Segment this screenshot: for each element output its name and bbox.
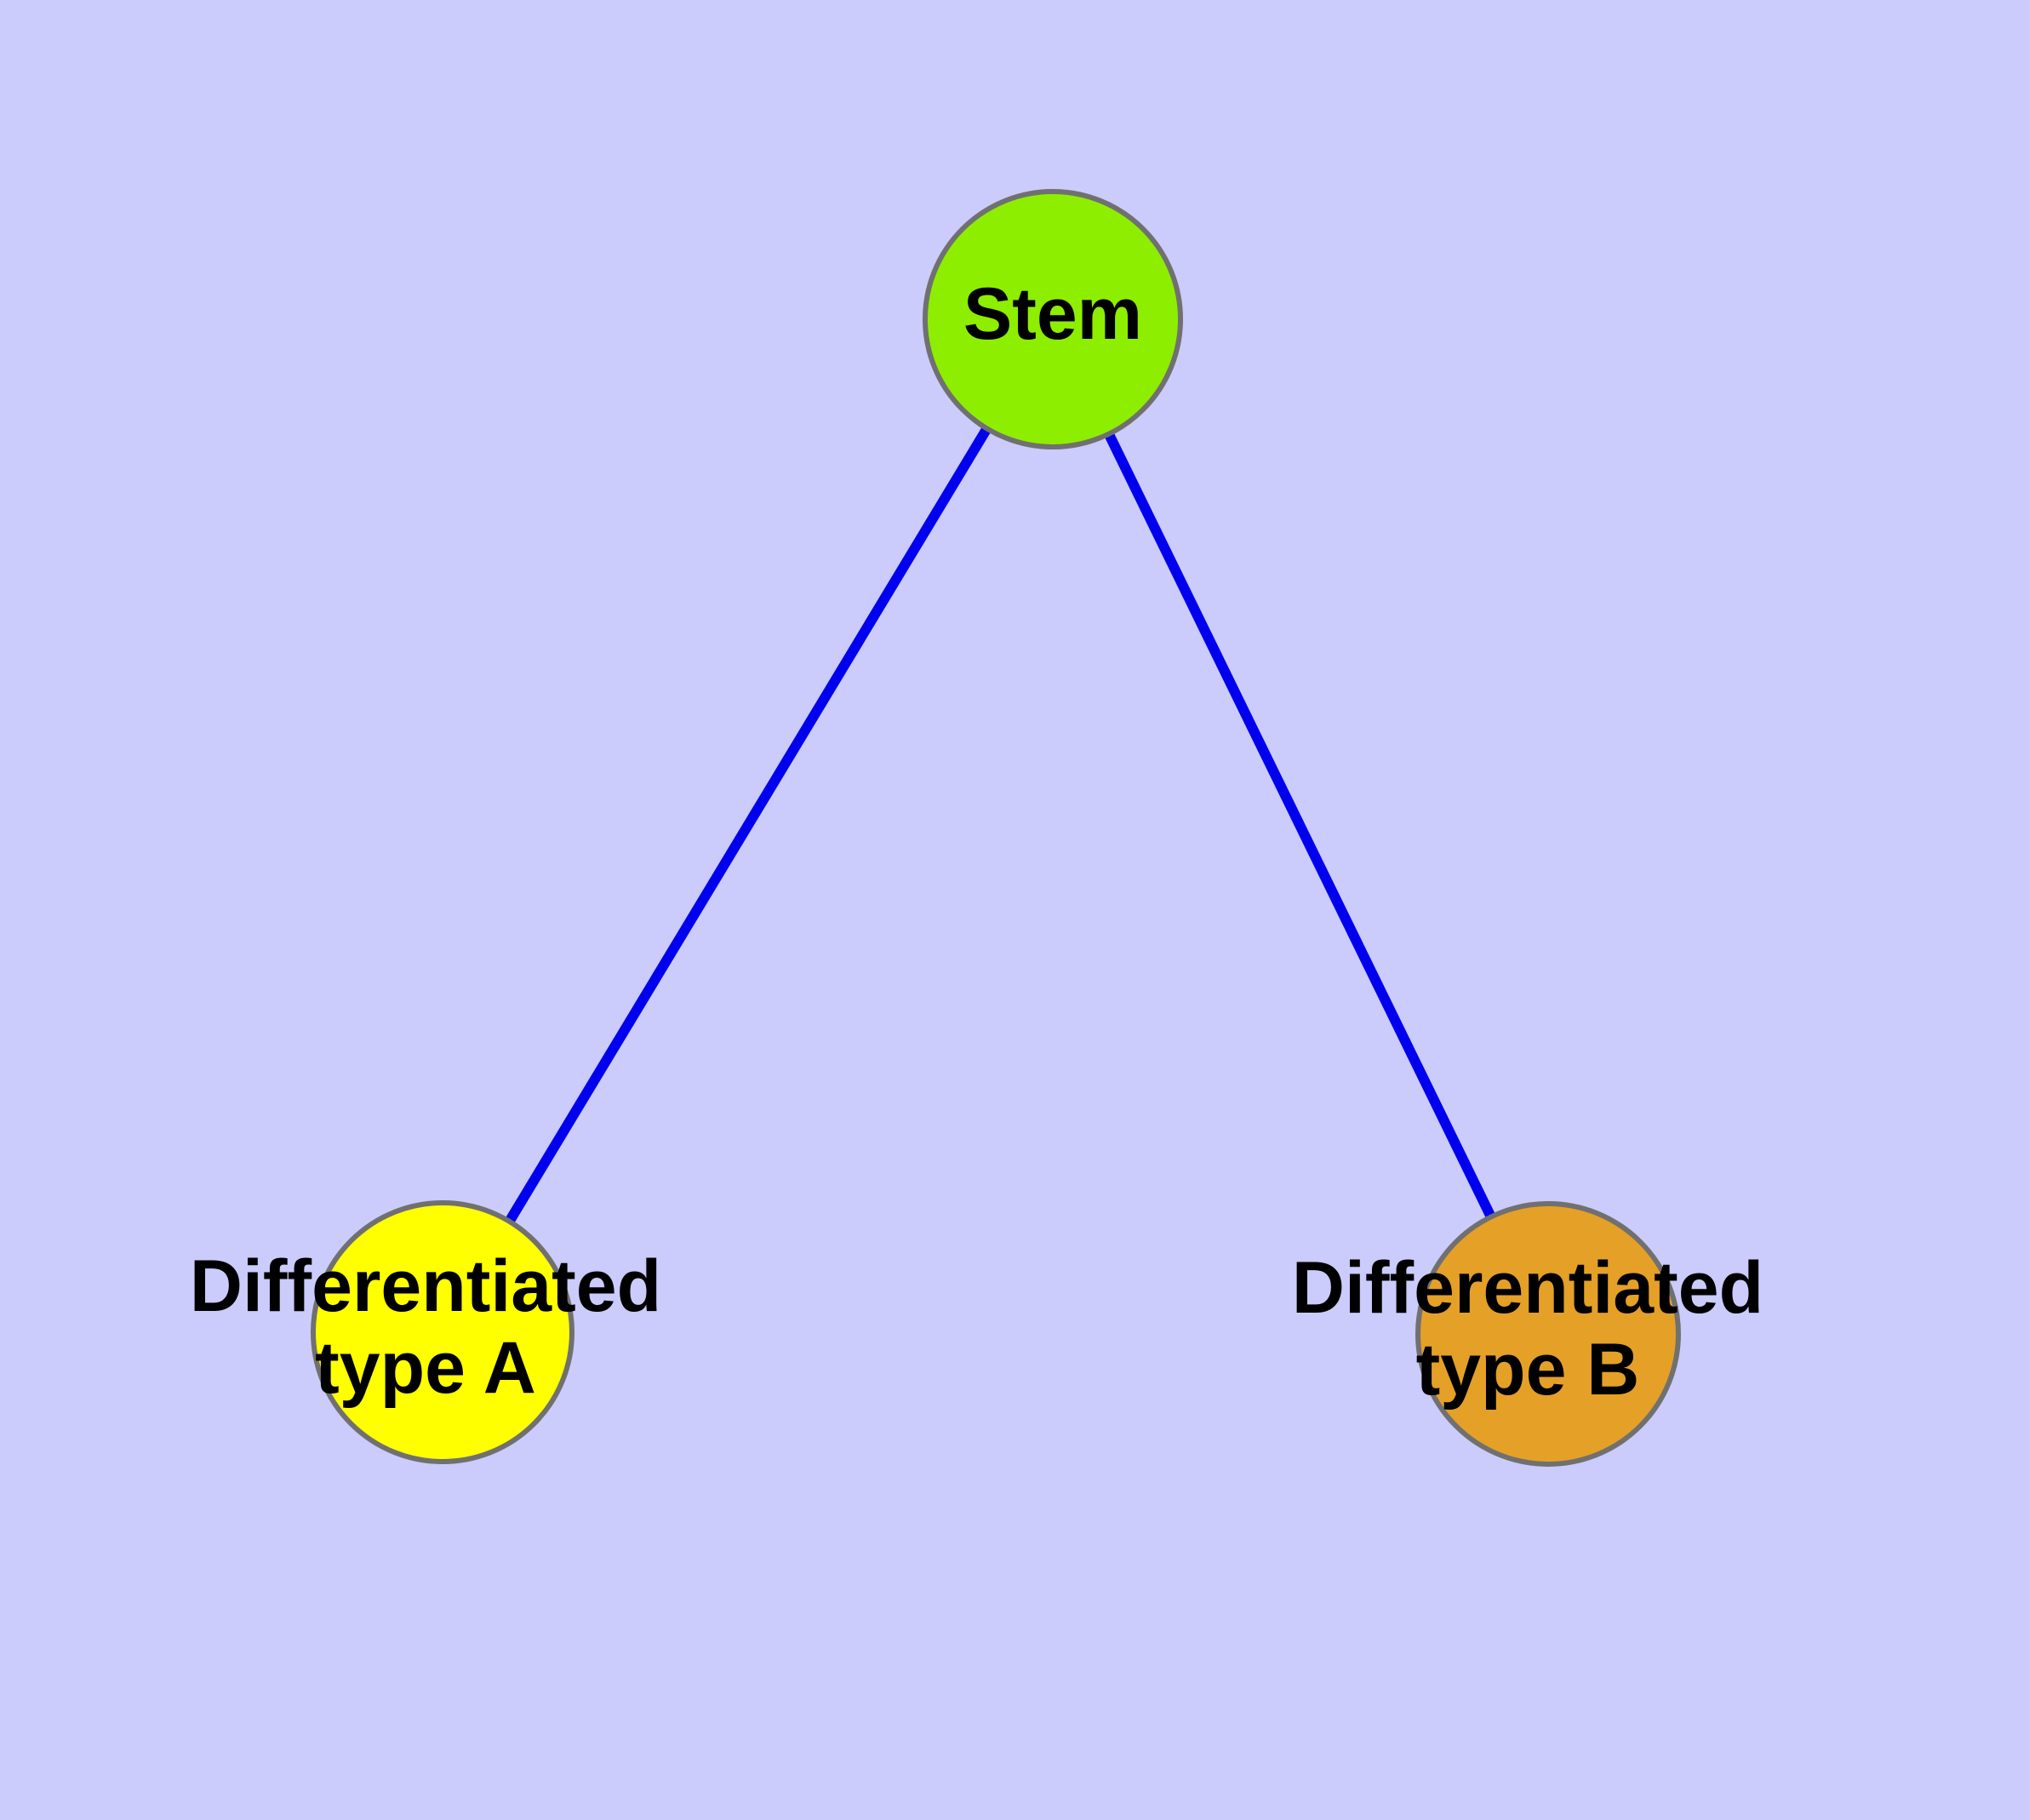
node-label-line: Differentiated [190, 1245, 661, 1327]
node-circle-diff_a[interactable] [311, 1200, 574, 1464]
node-circle-diff_b[interactable] [1415, 1201, 1681, 1467]
node-label-line: type B [1416, 1329, 1640, 1411]
node-label-line: type A [315, 1327, 536, 1409]
node-label-line: Stem [963, 273, 1142, 355]
graph-edge-stem-diff_b [1103, 430, 1497, 1221]
node-label-stem: Stem [963, 273, 1142, 355]
graph-edge-stem-diff_a [504, 424, 992, 1226]
node-label-line: Differentiated [1292, 1247, 1763, 1329]
node-circle-stem[interactable] [923, 189, 1183, 449]
graph-node-stem[interactable]: Stem [923, 189, 1183, 449]
edge-layer [504, 424, 1497, 1226]
